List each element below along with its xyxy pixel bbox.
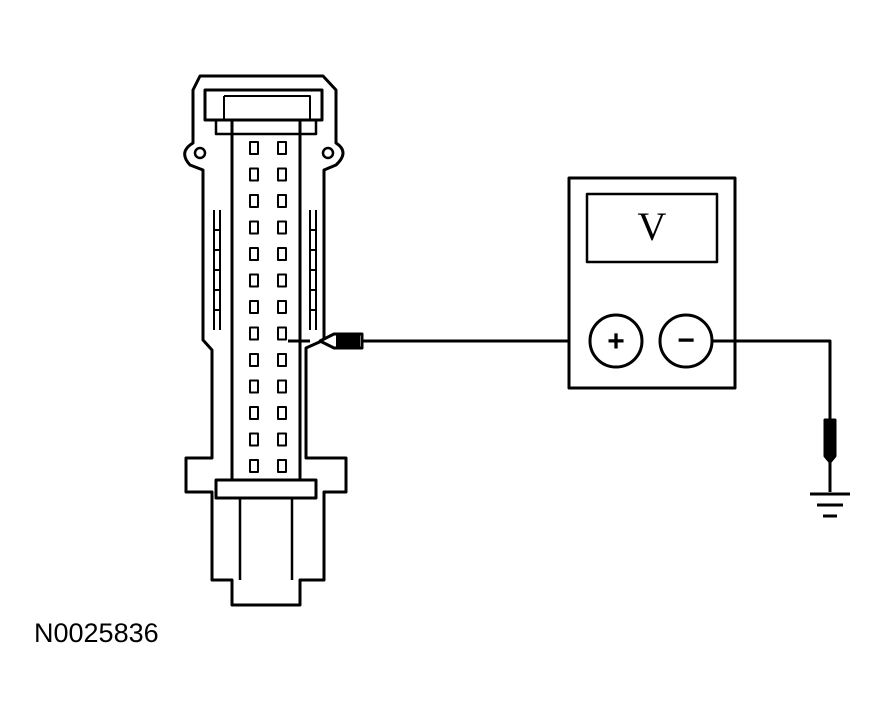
pin-housing	[230, 118, 302, 482]
pin-cavity	[277, 406, 287, 420]
pin-cavity	[277, 167, 287, 182]
connector-latch-inner	[223, 95, 311, 120]
pin-cavity	[249, 141, 259, 155]
pin-cavity	[249, 459, 259, 473]
ground-icon	[810, 492, 850, 518]
mounting-hole-left	[193, 146, 207, 160]
pin-cavity	[249, 194, 259, 208]
pin-cavity	[249, 406, 259, 420]
pin-cavity	[277, 300, 287, 314]
meter-display	[585, 192, 719, 264]
pin-cavity	[277, 194, 287, 208]
connector-side-ribs	[213, 210, 317, 330]
pin-cavity	[249, 220, 259, 235]
pin-cavity	[277, 326, 287, 341]
connector-lower-shroud	[214, 478, 318, 500]
connector-lower-lines	[238, 498, 294, 580]
positive-terminal	[588, 313, 644, 369]
pin-cavity	[277, 273, 287, 288]
pin-cavity	[249, 167, 259, 182]
positive-terminal-symbol: +	[607, 325, 625, 358]
negative-terminal-symbol: −	[677, 324, 695, 357]
pin-cavity	[277, 220, 287, 235]
mounting-hole-right	[321, 146, 335, 160]
connector	[183, 74, 348, 607]
pin-cavity	[249, 326, 259, 341]
pin-cavity	[249, 273, 259, 288]
pin-cavity	[277, 459, 287, 473]
ground-clip	[823, 418, 837, 464]
lead-wire-negative	[712, 339, 832, 492]
pin-cavity	[249, 300, 259, 314]
pin-cavity	[249, 432, 259, 447]
pin-cavity	[249, 353, 259, 367]
pin-cavity	[277, 141, 287, 155]
ground-test-lead	[712, 339, 850, 518]
pin-cavity	[277, 432, 287, 447]
pin-cavity	[249, 247, 259, 261]
meter-display-symbol: V	[638, 204, 667, 249]
connector-latch	[203, 88, 324, 122]
pin-cavity	[277, 353, 287, 367]
connector-outer-shell	[183, 74, 348, 607]
probe-tip-fill	[336, 335, 360, 347]
pin-cavity	[277, 379, 287, 394]
multimeter	[567, 176, 737, 390]
positive-test-lead	[288, 332, 590, 350]
pin-housing-cap	[214, 118, 318, 136]
pin-cavity	[249, 379, 259, 394]
figure-id: N0025836	[34, 618, 159, 648]
pin-cavity	[277, 247, 287, 261]
pin-cavities	[249, 141, 287, 473]
